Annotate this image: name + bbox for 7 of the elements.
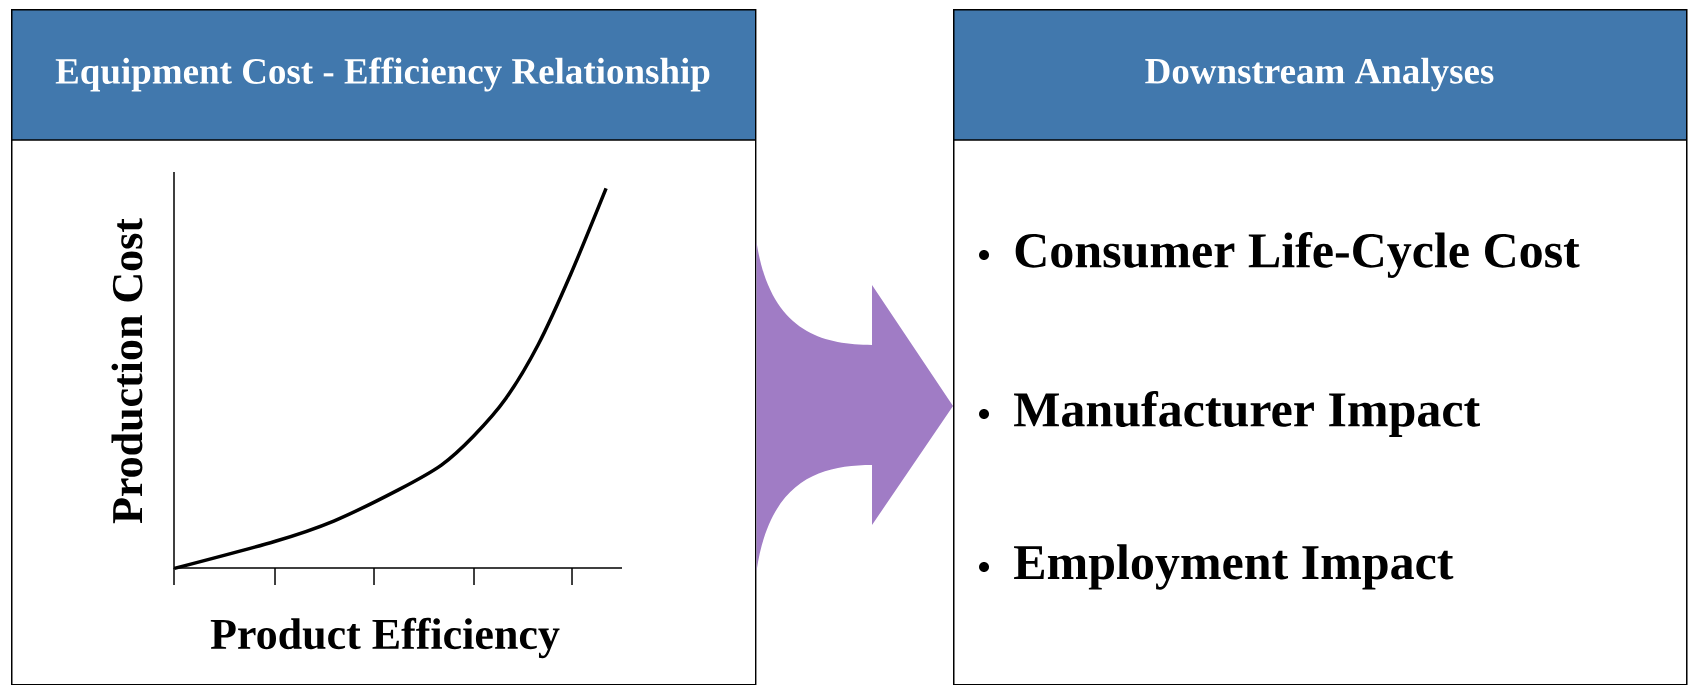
panel-header: Downstream Analyses bbox=[953, 9, 1686, 140]
axis-title: Production Cost bbox=[111, 218, 143, 524]
bullet-item: Consumer Life-Cycle Cost bbox=[979, 232, 1580, 278]
panel-header: Equipment Cost - Efficiency Relationship bbox=[11, 9, 755, 140]
bullet-item: Employment Impact bbox=[979, 544, 1454, 590]
axis-title: Product Efficiency bbox=[210, 617, 560, 659]
bullet-item: Manufacturer Impact bbox=[979, 391, 1480, 437]
